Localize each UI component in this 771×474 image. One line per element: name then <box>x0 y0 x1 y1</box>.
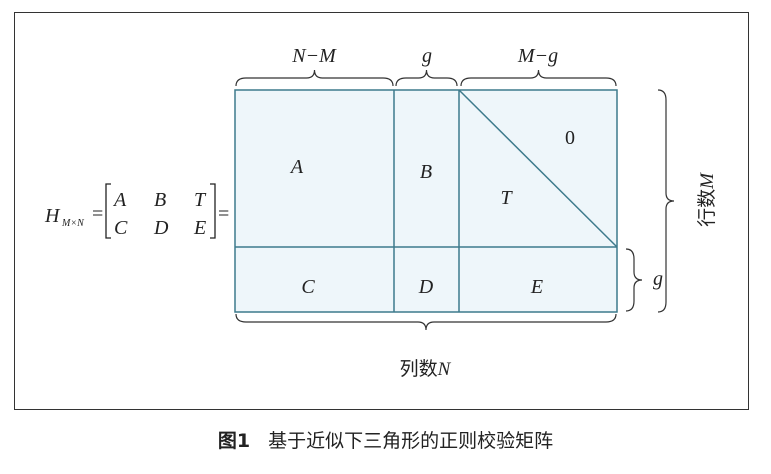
eq-e: E <box>193 217 206 239</box>
block-zero: 0 <box>565 127 575 149</box>
figure-caption: 图1 基于近似下三角形的正则校验矩阵 <box>0 426 771 453</box>
caption-text: 基于近似下三角形的正则校验矩阵 <box>268 430 554 452</box>
block-e: E <box>530 276 543 298</box>
block-t: T <box>500 187 513 209</box>
eq-t: T <box>194 189 207 211</box>
block-a: A <box>289 156 304 178</box>
label-g-right: g <box>653 268 663 290</box>
eq-d: D <box>153 217 169 239</box>
brace-g-top <box>395 69 458 87</box>
label-g-top: g <box>422 45 432 67</box>
figure-frame <box>14 12 749 410</box>
eq-equals: = <box>92 203 103 225</box>
rows-label: 行数 <box>696 189 718 227</box>
label-m-g: M−g <box>517 45 558 67</box>
block-d: D <box>418 276 434 298</box>
eq-equals-2: = <box>218 203 229 225</box>
caption-number: 图1 <box>217 430 251 452</box>
eq-b: B <box>154 189 166 211</box>
eq-a: A <box>112 189 127 211</box>
brace-n-m <box>235 69 394 87</box>
svg-text:行数M: 行数M <box>696 172 718 227</box>
diagonal <box>458 89 618 248</box>
matrix-rect <box>234 89 618 313</box>
block-c: C <box>301 276 315 298</box>
svg-text:列数N: 列数N <box>400 358 452 380</box>
cols-label: 列数 <box>400 358 438 380</box>
brace-rows <box>657 89 675 313</box>
cols-var: N <box>437 359 452 380</box>
matrix-brackets <box>105 183 216 239</box>
brace-g-right <box>625 248 643 312</box>
rows-var: M <box>697 172 718 190</box>
eq-h: H <box>44 205 61 227</box>
brace-m-g <box>460 69 617 87</box>
eq-sub: M×N <box>61 218 85 229</box>
block-b: B <box>420 161 432 183</box>
eq-c: C <box>114 217 128 239</box>
label-n-m: N−M <box>291 45 337 67</box>
brace-columns <box>235 313 617 331</box>
